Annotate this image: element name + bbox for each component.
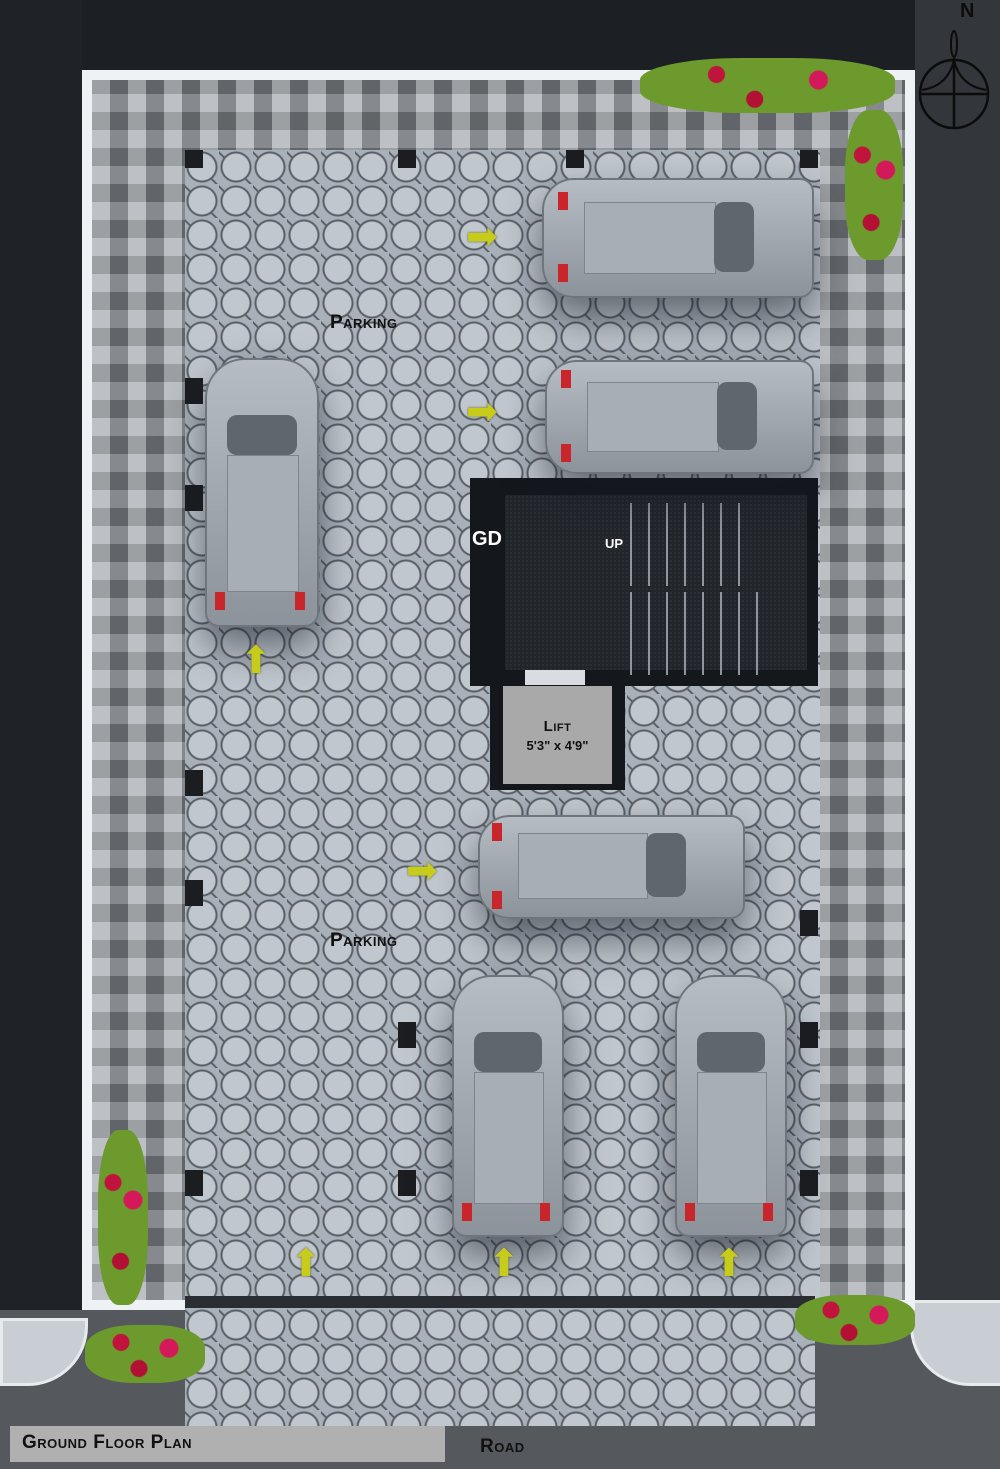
tail-light: [561, 370, 571, 388]
direction-arrow-up-icon: ⬆: [290, 1243, 322, 1285]
car-windshield: [697, 1032, 765, 1072]
tail-light: [215, 592, 225, 610]
pillar: [800, 150, 818, 168]
plan-title: Ground Floor Plan: [22, 1432, 193, 1453]
stair-tread: [684, 503, 686, 586]
tail-light: [295, 592, 305, 610]
parking-label-lower: Parking: [330, 930, 398, 951]
car-windshield: [714, 202, 754, 272]
pillar: [398, 150, 416, 168]
right-curb: [910, 1300, 1000, 1386]
tail-light: [763, 1203, 773, 1221]
stair-tread: [702, 503, 704, 586]
car-windshield: [646, 833, 686, 897]
gd-label: GD: [472, 528, 502, 550]
pillar: [800, 1022, 818, 1048]
pillar: [185, 1170, 203, 1196]
front-apron: [185, 1308, 815, 1426]
stair-tread: [720, 503, 722, 586]
car-4: [478, 815, 745, 919]
stair-up-label: UP: [605, 536, 624, 551]
lift-car: [503, 686, 612, 784]
tail-light: [540, 1203, 550, 1221]
stair-tread: [738, 592, 740, 675]
tail-light: [561, 444, 571, 462]
car-1: [542, 178, 814, 298]
direction-arrow-up-icon: ⬆: [488, 1243, 520, 1285]
pillar: [800, 1170, 818, 1196]
direction-arrow-up-icon: ⬆: [713, 1243, 745, 1285]
lift-title: Lift: [543, 718, 572, 735]
pillar: [566, 150, 584, 168]
car-windshield: [474, 1032, 542, 1072]
car-5: [452, 975, 564, 1237]
stair-tread: [648, 592, 650, 675]
car-roof: [518, 833, 648, 899]
direction-arrow-right-icon: ➡: [466, 391, 498, 433]
road-label: Road: [480, 1436, 525, 1457]
pillar: [185, 770, 203, 796]
north-label: N: [960, 0, 975, 22]
car-3: [205, 358, 319, 627]
parking-label-upper: Parking: [330, 312, 398, 333]
flower-bed-right: [845, 110, 903, 260]
stair-tread: [738, 503, 740, 586]
north-arrow-icon: [918, 28, 990, 132]
stair-tread: [702, 592, 704, 675]
stair-tread: [630, 503, 632, 586]
pillar: [185, 485, 203, 511]
flower-bed-top: [640, 58, 895, 113]
car-roof: [474, 1072, 544, 1204]
car-roof: [587, 382, 719, 452]
tail-light: [558, 264, 568, 282]
pillar: [185, 150, 203, 168]
direction-arrow-right-icon: ➡: [466, 216, 498, 258]
car-windshield: [227, 415, 297, 455]
pillar: [398, 1170, 416, 1196]
tail-light: [492, 891, 502, 909]
flower-bed-left: [98, 1130, 148, 1305]
tail-light: [492, 823, 502, 841]
flower-bed-front-right: [795, 1295, 915, 1345]
tail-light: [685, 1203, 695, 1221]
pillar: [398, 1022, 416, 1048]
car-roof: [227, 455, 299, 592]
car-2: [545, 360, 814, 474]
pillar: [800, 910, 818, 936]
title-box: [10, 1426, 445, 1462]
stair-tread: [684, 592, 686, 675]
right-neighbor-area: [915, 0, 1000, 1310]
stair-tread: [666, 592, 668, 675]
tail-light: [558, 192, 568, 210]
car-roof: [697, 1072, 767, 1204]
car-windshield: [717, 382, 757, 450]
staircase-landing: [505, 495, 807, 675]
lift-size: 5'3" x 4'9": [526, 738, 589, 753]
pillar: [185, 880, 203, 906]
stair-tread: [666, 503, 668, 586]
flower-bed-front-left: [85, 1325, 205, 1383]
gate-track: [185, 1296, 815, 1308]
stair-tread: [720, 592, 722, 675]
left-neighbor-area: [0, 0, 82, 1310]
lift-door: [525, 670, 585, 685]
pillar: [185, 378, 203, 404]
car-roof: [584, 202, 716, 274]
direction-arrow-right-icon: ➡: [406, 850, 438, 892]
car-6: [675, 975, 787, 1237]
stair-tread: [756, 592, 758, 675]
tail-light: [462, 1203, 472, 1221]
stair-tread: [630, 592, 632, 675]
stair-tread: [648, 503, 650, 586]
direction-arrow-up-icon: ⬆: [240, 640, 272, 682]
